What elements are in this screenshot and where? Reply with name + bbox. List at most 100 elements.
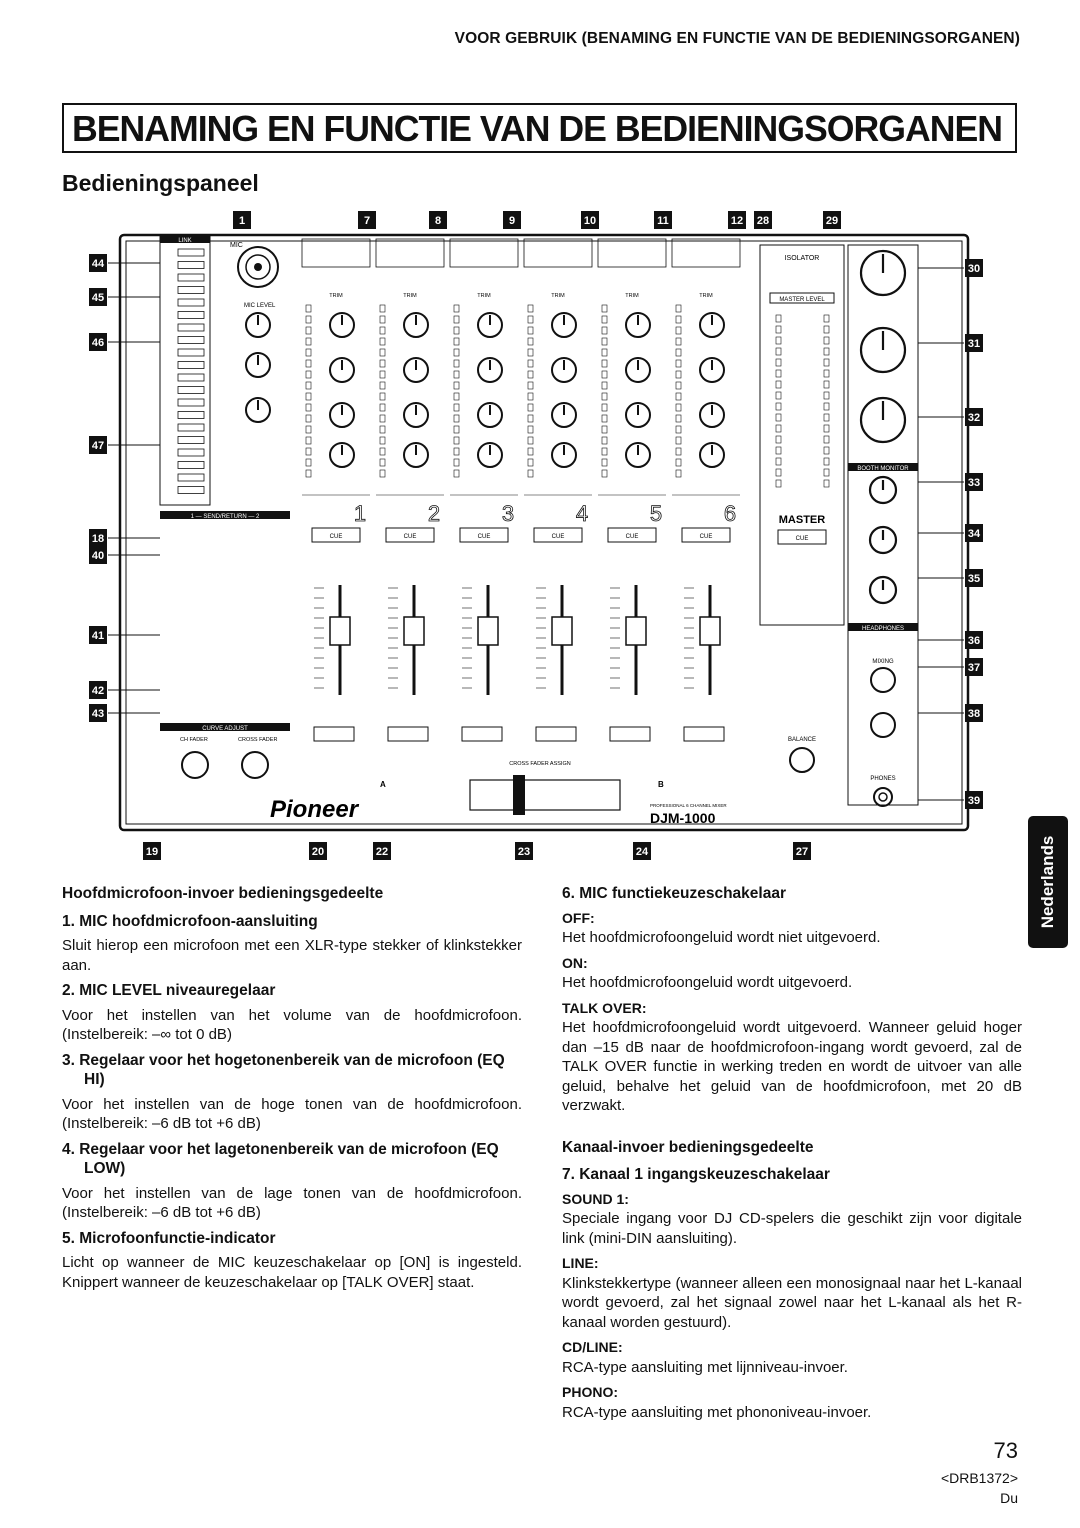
meter-led — [601, 348, 608, 357]
channel-strips: TRIM1CUETRIM2CUETRIM3CUETRIM4CUETRIM5CUE… — [301, 238, 741, 742]
headphones-level-knob — [870, 712, 896, 738]
master-meter-led-left — [775, 314, 782, 323]
svg-text:31: 31 — [968, 338, 980, 350]
cue-label: CUE — [330, 534, 343, 540]
language-tab: Nederlands — [1028, 816, 1068, 948]
cross-fader-curve-knob — [241, 751, 269, 779]
meter-led — [527, 315, 534, 324]
master-meter-led-left — [775, 435, 782, 444]
trim-label: TRIM — [625, 293, 639, 299]
meter-led — [453, 447, 460, 456]
svg-text:46: 46 — [92, 337, 104, 349]
link-button — [177, 261, 205, 269]
svg-text:47: 47 — [92, 440, 104, 452]
callout-20: 20 — [309, 842, 327, 860]
link-button — [177, 248, 205, 257]
svg-text:37: 37 — [968, 662, 980, 674]
callout-24: 24 — [633, 842, 651, 860]
svg-text:44: 44 — [92, 258, 105, 270]
cue-label: CUE — [700, 534, 713, 540]
meter-led — [527, 337, 534, 346]
meter-led — [601, 381, 608, 390]
master-meter-led-right — [823, 325, 830, 334]
callout-30: 30 — [965, 259, 983, 277]
cue-button — [533, 527, 583, 543]
item-2-body: Voor het instellen van het volume van de… — [62, 1006, 522, 1044]
callout-31: 31 — [965, 334, 983, 352]
callout-46: 46 — [89, 333, 107, 351]
cross-fader-assign-switch — [461, 726, 503, 742]
running-header: VOOR GEBRUIK (BENAMING EN FUNCTIE VAN DE… — [454, 30, 1020, 47]
link-button — [177, 411, 205, 419]
svg-text:18: 18 — [92, 533, 104, 545]
meter-led — [379, 425, 386, 434]
meter-led — [527, 469, 534, 478]
kanaal-heading: Kanaal-invoer bedieningsgedeelte — [562, 1138, 814, 1156]
item-6-title: 6. MIC functiekeuzeschakelaar — [562, 885, 786, 902]
input-selector — [671, 238, 741, 268]
svg-text:22: 22 — [376, 846, 388, 858]
meter-led — [601, 469, 608, 478]
link-button — [177, 486, 205, 494]
channel-number: 5 — [650, 501, 662, 526]
crossfader-knob — [513, 775, 525, 815]
meter-led — [675, 403, 682, 412]
item-5-title: 5. Microfoonfunctie-indicator — [62, 1229, 276, 1247]
phones-label: PHONES — [870, 776, 895, 782]
master-meter-led-left — [775, 468, 782, 477]
svg-text:1: 1 — [239, 215, 245, 227]
svg-text:34: 34 — [968, 528, 981, 540]
model-name: DJM-1000 — [650, 810, 716, 826]
meter-led — [453, 337, 460, 346]
master-meter-led-right — [823, 347, 830, 356]
callout-33: 33 — [965, 473, 983, 491]
cross-fader-assign-label: CROSS FADER ASSIGN — [509, 761, 570, 767]
meter-led — [453, 392, 460, 401]
lang-code: Du — [1000, 1490, 1018, 1506]
master-meter-led-left — [775, 358, 782, 367]
meter-led — [379, 469, 386, 478]
isolator-label: ISOLATOR — [785, 255, 820, 262]
crossfader-track — [469, 779, 621, 811]
meter-led — [527, 370, 534, 379]
meter-led — [675, 326, 682, 335]
cue-button — [459, 527, 509, 543]
master-meter-led-right — [823, 358, 830, 367]
off-label: OFF: — [562, 909, 595, 926]
callout-27: 27 — [793, 842, 811, 860]
brand-logo: Pioneer — [270, 796, 360, 823]
callout-28: 28 — [754, 211, 772, 229]
meter-led — [675, 337, 682, 346]
master-meter-led-left — [775, 325, 782, 334]
meter-led — [453, 403, 460, 412]
meter-led — [675, 469, 682, 478]
svg-text:19: 19 — [146, 846, 158, 858]
meter-led — [675, 392, 682, 401]
meter-led — [675, 304, 682, 313]
meter-led — [453, 381, 460, 390]
master-meter-led-left — [775, 457, 782, 466]
meter-led — [527, 326, 534, 335]
callout-23: 23 — [515, 842, 533, 860]
svg-text:43: 43 — [92, 708, 104, 720]
meter-led — [305, 326, 312, 335]
meter-led — [601, 370, 608, 379]
mic-knobs — [245, 312, 271, 423]
callout-45: 45 — [89, 288, 107, 306]
meter-led — [379, 315, 386, 324]
cross-fader-assign-switch — [313, 726, 355, 742]
link-button — [177, 461, 205, 469]
meter-led — [379, 304, 386, 313]
svg-text:32: 32 — [968, 412, 980, 424]
meter-led — [379, 326, 386, 335]
meter-led — [601, 359, 608, 368]
meter-led — [601, 436, 608, 445]
page-number: 73 — [993, 1438, 1018, 1463]
link-button — [177, 436, 205, 444]
master-meter-led-right — [823, 336, 830, 345]
callout-12: 12 — [728, 211, 746, 229]
callout-18: 18 — [89, 529, 107, 547]
item-2-title: 2. MIC LEVEL niveauregelaar — [62, 982, 276, 999]
svg-text:9: 9 — [509, 215, 515, 227]
